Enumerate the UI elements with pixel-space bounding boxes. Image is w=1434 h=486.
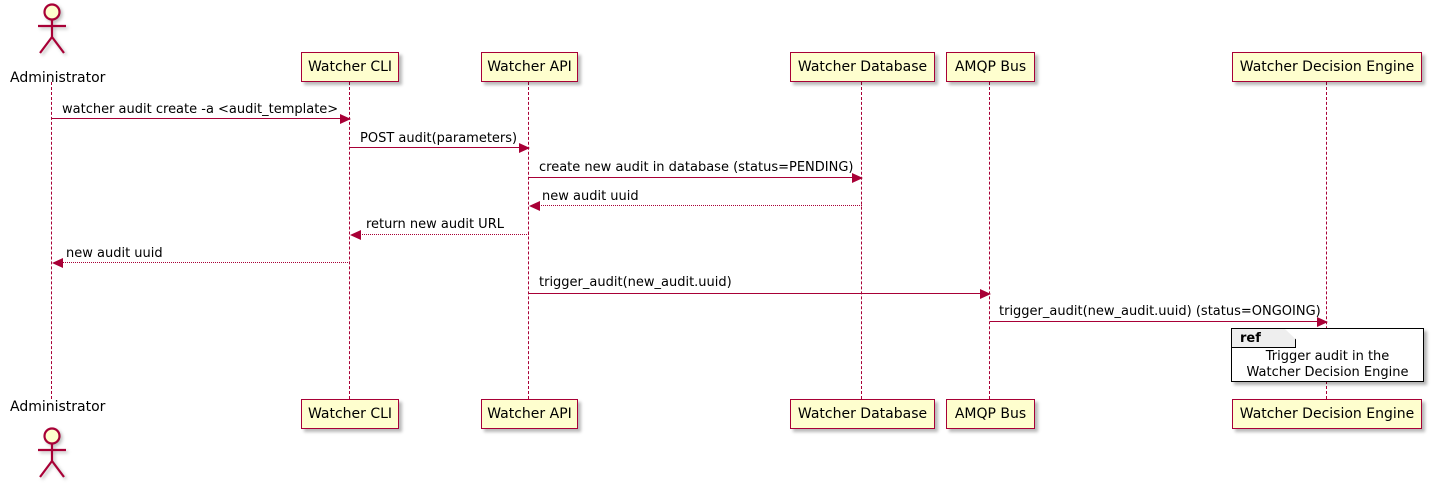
- message-line-m8: [990, 321, 1317, 322]
- arrow-head-m7: [980, 288, 991, 299]
- actor-figure-administrator-top: [32, 3, 72, 54]
- lifeline-administrator: [51, 82, 53, 399]
- message-line-m2: [350, 147, 519, 148]
- ref-fragment-line: Trigger audit in the: [1265, 349, 1390, 364]
- message-label-m2: POST audit(parameters): [360, 131, 518, 146]
- arrow-head-m4: [529, 200, 540, 211]
- arrow-head-m6: [52, 257, 63, 268]
- actor-label-administrator-bottom: Administrator: [10, 399, 106, 415]
- ref-fragment-line: Watcher Decision Engine: [1246, 365, 1409, 380]
- message-label-m8: trigger_audit(new_audit.uuid) (status=ON…: [999, 304, 1321, 319]
- message-line-m4: [539, 205, 862, 206]
- arrow-head-m2: [519, 142, 530, 153]
- message-label-m4: new audit uuid: [542, 189, 639, 204]
- message-label-m1: watcher audit create -a <audit_template>: [62, 102, 339, 117]
- arrow-head-m3: [852, 172, 863, 183]
- participant-watcher-db-bottom[interactable]: Watcher Database: [790, 399, 935, 429]
- participant-watcher-cli-top[interactable]: Watcher CLI: [301, 52, 399, 82]
- participant-watcher-cli-bottom[interactable]: Watcher CLI: [301, 399, 399, 429]
- lifeline-watcher-db: [861, 82, 863, 399]
- participant-amqp-bus-top[interactable]: AMQP Bus: [946, 52, 1035, 82]
- message-label-m7: trigger_audit(new_audit.uuid): [539, 275, 732, 290]
- arrow-head-m1: [340, 113, 351, 124]
- participant-amqp-bus-bottom[interactable]: AMQP Bus: [946, 399, 1035, 429]
- lifeline-amqp-bus: [989, 82, 991, 399]
- message-label-m6: new audit uuid: [66, 246, 163, 261]
- actor-label-administrator-top: Administrator: [10, 70, 106, 86]
- lifeline-watcher-cli: [349, 82, 351, 399]
- actor-figure-administrator-bottom: [32, 427, 72, 478]
- participant-decision-engine-bottom[interactable]: Watcher Decision Engine: [1232, 399, 1422, 429]
- participant-watcher-api-bottom[interactable]: Watcher API: [481, 399, 578, 429]
- ref-keyword-tab: ref: [1232, 329, 1296, 348]
- lifeline-decision-engine: [1326, 82, 1328, 399]
- message-line-m3: [529, 177, 852, 178]
- message-label-m5: return new audit URL: [366, 217, 504, 232]
- participant-decision-engine-top[interactable]: Watcher Decision Engine: [1232, 52, 1422, 82]
- arrow-head-m5: [350, 229, 361, 240]
- message-line-m6: [62, 262, 350, 263]
- participant-watcher-db-top[interactable]: Watcher Database: [790, 52, 935, 82]
- message-label-m3: create new audit in database (status=PEN…: [539, 160, 854, 175]
- arrow-head-m8: [1317, 316, 1328, 327]
- participant-watcher-api-top[interactable]: Watcher API: [481, 52, 578, 82]
- lifeline-watcher-api: [528, 82, 530, 399]
- message-line-m7: [529, 293, 980, 294]
- message-line-m5: [360, 234, 529, 235]
- message-line-m1: [52, 118, 340, 119]
